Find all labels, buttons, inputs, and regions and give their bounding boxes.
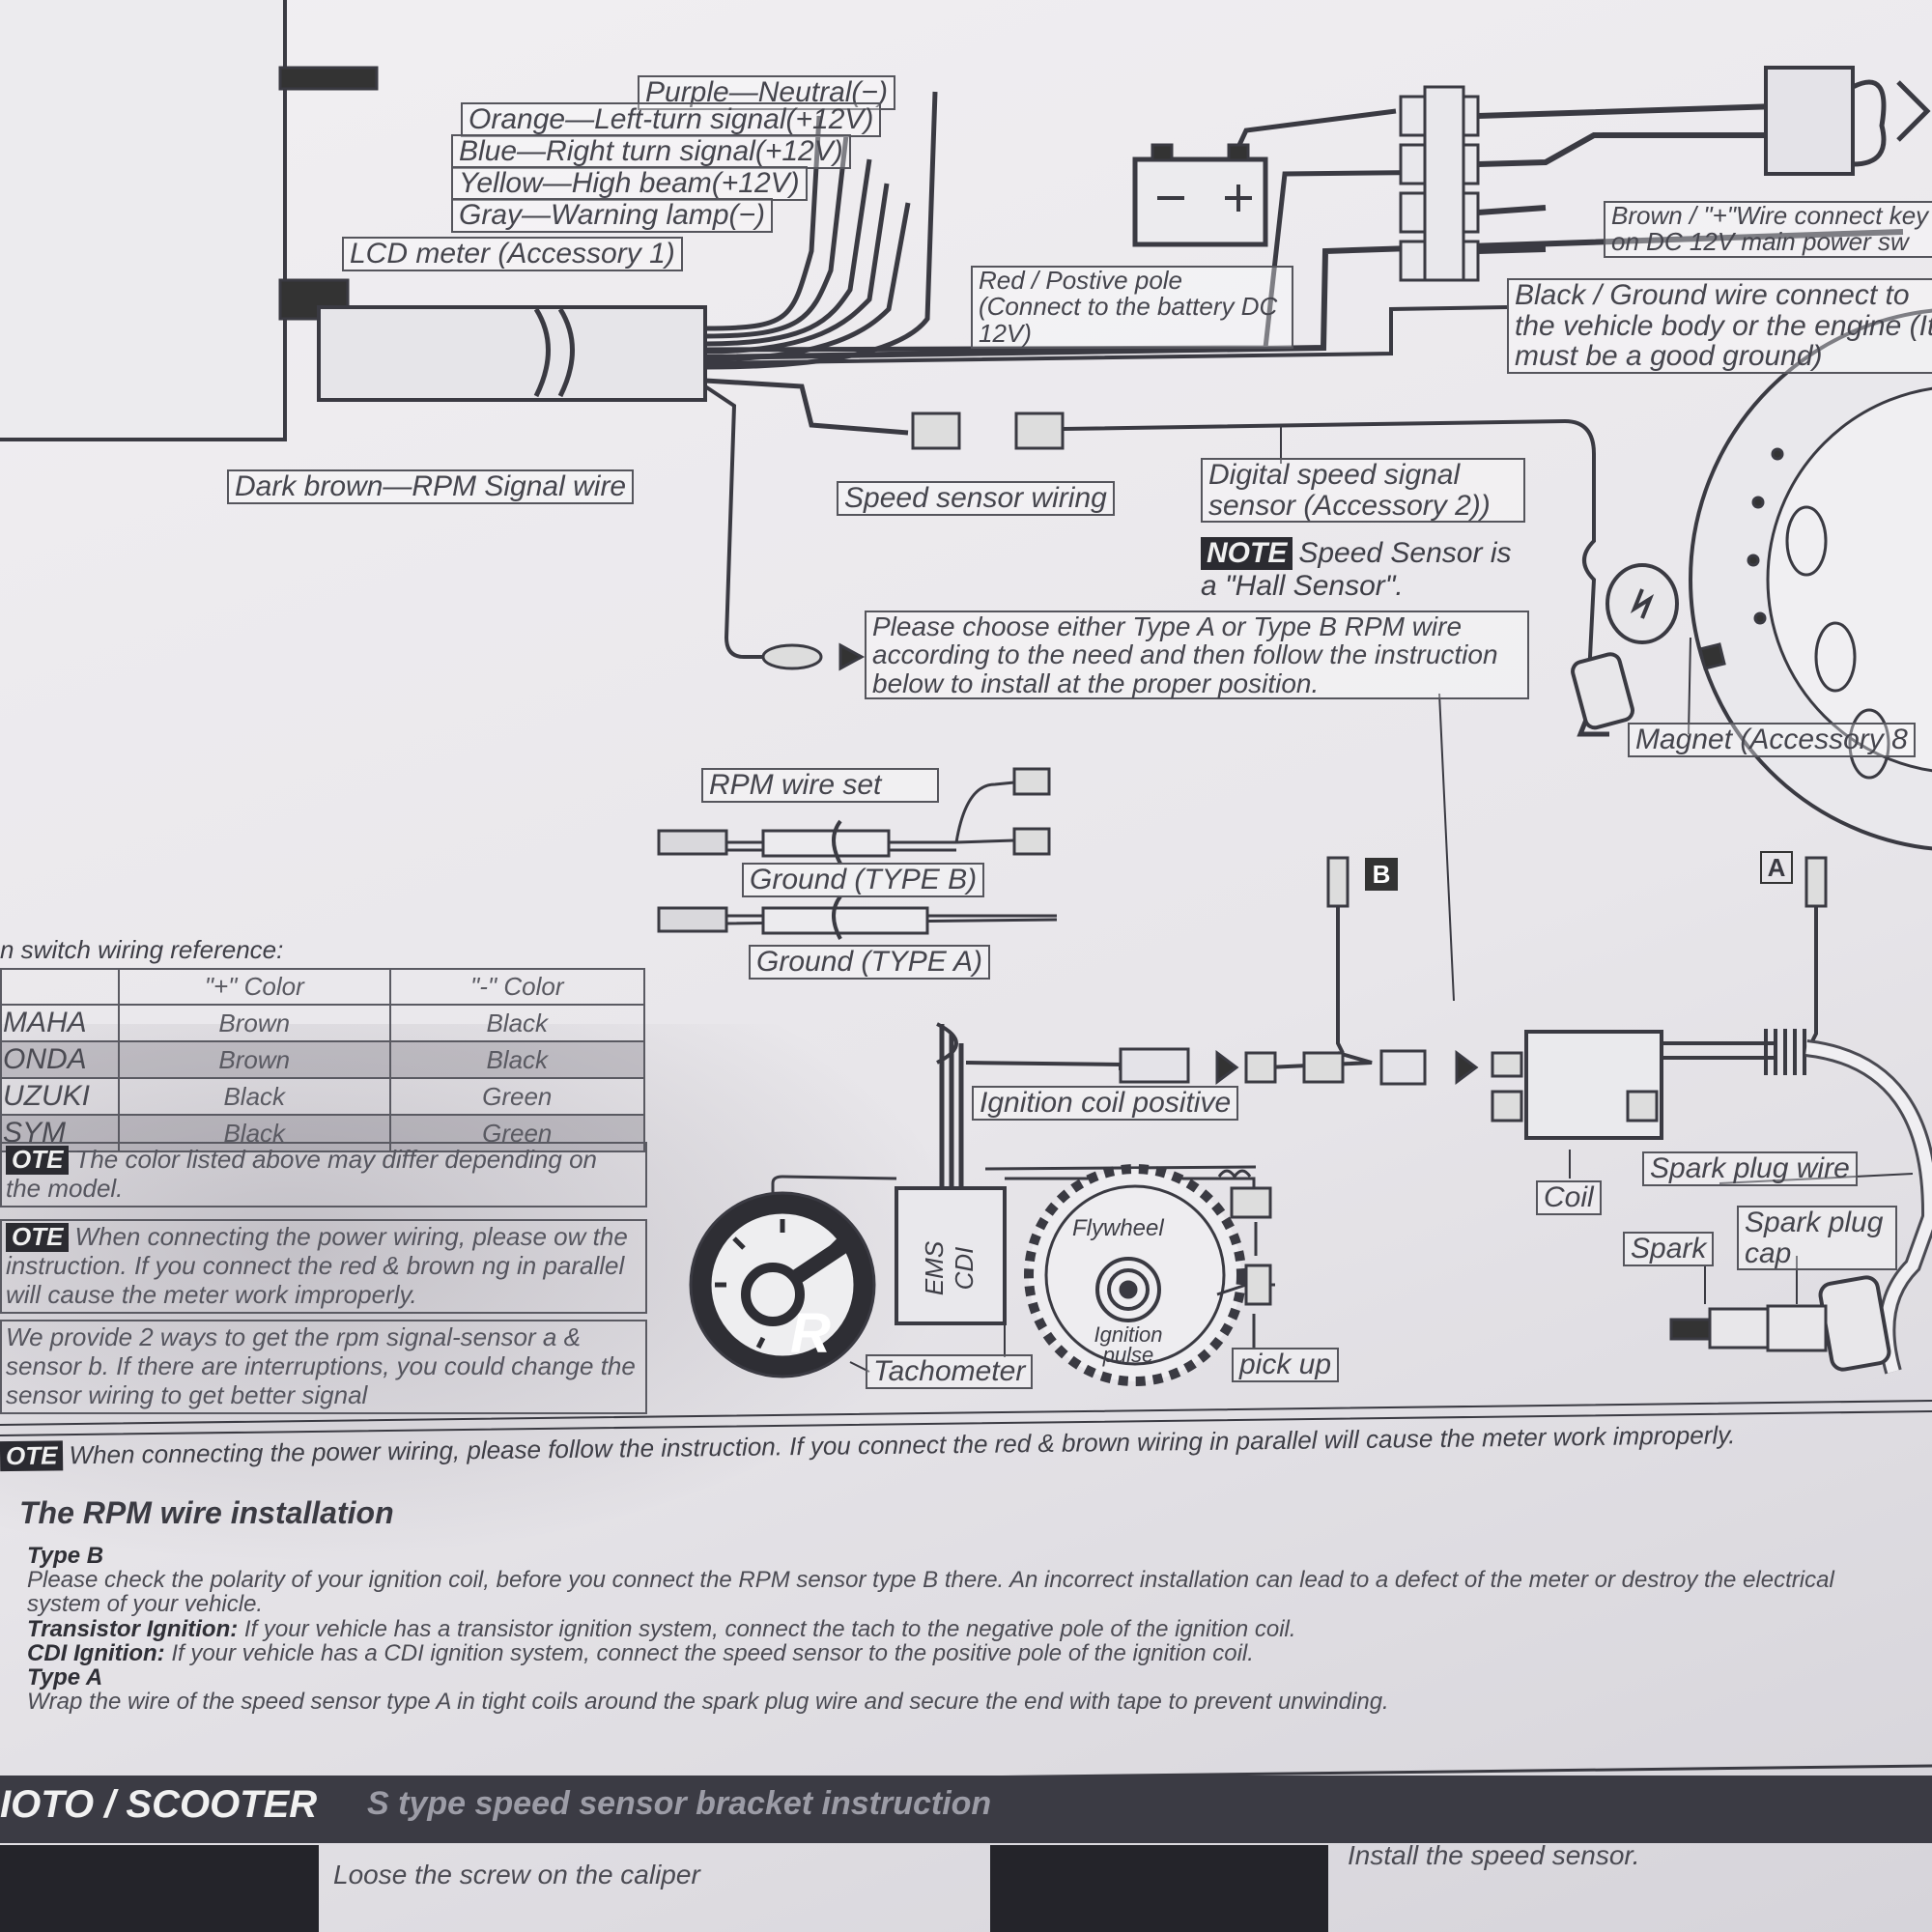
ignition-coil-positive-label: Ignition coil positive [972, 1086, 1239, 1121]
minus-color-cell: Green [388, 1077, 646, 1116]
table-row: MAHA Brown Black [0, 1004, 646, 1042]
black-wire-label: Black / Ground wire connect to the vehic… [1507, 278, 1932, 374]
wire-label-gray: Gray—Warning lamp(−) [451, 198, 774, 233]
rpm-wire-set-label: RPM wire set [701, 768, 939, 803]
install-sensor-caption: Install the speed sensor. [1348, 1840, 1640, 1870]
spark-plug-cap-label: Spark plug cap [1737, 1206, 1897, 1270]
choose-type-label: Please choose either Type A or Type B RP… [865, 611, 1529, 700]
switch-wiring-table: "+" Color "-" Color MAHA Brown Black OND… [0, 968, 646, 1152]
hall-note-text: Speed Sensor is a "Hall Sensor". [1201, 537, 1512, 602]
table-header-brand [0, 968, 120, 1006]
transistor-text: If your vehicle has a transistor ignitio… [243, 1615, 1296, 1642]
magnet-label: Magnet (Accessory 8 [1628, 723, 1916, 757]
type-b-text: Please check the polarity of your igniti… [27, 1567, 1834, 1618]
ground-type-b-label: Ground (TYPE B) [742, 863, 985, 897]
flywheel [1024, 1164, 1246, 1386]
tachometer-label: Tachometer [866, 1354, 1034, 1389]
rpm-wire-set [657, 767, 1058, 940]
minus-color-cell: Black [388, 1040, 646, 1079]
loose-screw-caption: Loose the screw on the caliper [333, 1860, 700, 1889]
power-note-text: When connecting the power wiring, please… [6, 1222, 628, 1309]
reference-title: n switch wiring reference: [0, 935, 284, 964]
type-b-heading: Type B [27, 1543, 104, 1569]
type-b-tag: B [1365, 858, 1398, 891]
rpm-installation-title: The RPM wire installation [19, 1495, 394, 1530]
wire-label-orange: Orange—Left-turn signal(+12V) [461, 102, 882, 137]
hall-sensor [1571, 652, 1634, 730]
brake-disc [1689, 308, 1932, 851]
table-header-row: "+" Color "-" Color [0, 968, 646, 1006]
wire-label-yellow: Yellow—High beam(+12V) [451, 166, 808, 201]
banner-left-text: IOTO / SCOOTER [0, 1783, 318, 1826]
rpm-signal-wire-label: Dark brown—RPM Signal wire [227, 469, 635, 504]
spark-plug-wire-label: Spark plug wire [1642, 1151, 1858, 1186]
note-tag: NOTE [1201, 537, 1293, 570]
plus-color-cell: Brown [118, 1040, 391, 1079]
ignition-pulse-label: Ignition pulse [1094, 1322, 1163, 1367]
digital-speed-sensor-label: Digital speed signal sensor (Accessory 2… [1201, 458, 1525, 523]
cdi-heading: CDI Ignition: [27, 1639, 165, 1666]
wire-label-purple: Purple—Neutral(−) [638, 75, 895, 110]
mount-bolt-top [278, 66, 379, 91]
brand-cell: ONDA [0, 1040, 120, 1079]
ems-cdi-label: EMS CDI [920, 1240, 979, 1296]
coil-label: Coil [1536, 1180, 1602, 1215]
type-a-text: Wrap the wire of the speed sensor type A… [27, 1689, 1389, 1716]
lcd-meter-label: LCD meter (Accessory 1) [342, 237, 683, 271]
spark-label: Spark [1623, 1232, 1715, 1266]
table-row: SYM Black Green [0, 1114, 646, 1152]
key-switch-connector [1764, 66, 1855, 176]
note-tag: OTE [0, 1440, 64, 1472]
note-tag: OTE [6, 1145, 70, 1175]
plus-color-cell: Brown [118, 1004, 391, 1042]
bracket-instruction-banner: IOTO / SCOOTER S type speed sensor brack… [0, 1776, 1932, 1843]
transistor-heading: Transistor Ignition: [27, 1615, 239, 1642]
brown-wire-label: Brown / "+"Wire connect key on DC 12V ma… [1604, 201, 1932, 258]
speed-sensor-wiring-label: Speed sensor wiring [837, 481, 1115, 516]
ems-cdi-box [895, 1186, 1007, 1325]
red-pole-label: Red / Postive pole (Connect to the batte… [971, 266, 1293, 349]
wire-harness [317, 305, 707, 402]
cdi-text: If your vehicle has a CDI ignition syste… [171, 1639, 1254, 1666]
tachometer-gauge [689, 1191, 876, 1378]
minus-color-cell: Black [388, 1004, 646, 1042]
rpm-installation-text: Type B Please check the polarity of your… [27, 1544, 1901, 1714]
table-header-plus: "+" Color [118, 968, 391, 1006]
brand-cell: UZUKI [0, 1077, 120, 1116]
caliper-photo [0, 1845, 319, 1932]
plus-color-cell: Black [118, 1077, 391, 1116]
battery [1132, 156, 1268, 247]
brand-cell: SYM [0, 1114, 120, 1152]
gauge-r-letter: R [790, 1302, 831, 1365]
minus-color-cell: Green [388, 1114, 646, 1152]
type-a-heading: Type A [27, 1663, 103, 1690]
type-a-tag: A [1760, 851, 1793, 884]
ground-type-a-label: Ground (TYPE A) [749, 945, 990, 980]
color-note-text: The color listed above may differ depend… [6, 1145, 598, 1203]
flywheel-label: Flywheel [1072, 1215, 1164, 1241]
wire-label-blue: Blue—Right turn signal(+12V) [451, 134, 851, 169]
plus-color-cell: Black [118, 1114, 391, 1152]
table-row: UZUKI Black Green [0, 1077, 646, 1116]
pick-up-label: pick up [1232, 1348, 1340, 1382]
table-header-minus: "-" Color [388, 968, 646, 1006]
brand-cell: MAHA [0, 1004, 120, 1042]
rpm-ways-note: We provide 2 ways to get the rpm signal-… [0, 1320, 647, 1414]
meter-body [0, 0, 287, 441]
table-row: ONDA Brown Black [0, 1040, 646, 1079]
note-tag: OTE [6, 1222, 70, 1252]
sensor-photo [990, 1845, 1328, 1932]
banner-right-text: S type speed sensor bracket instruction [367, 1785, 992, 1822]
